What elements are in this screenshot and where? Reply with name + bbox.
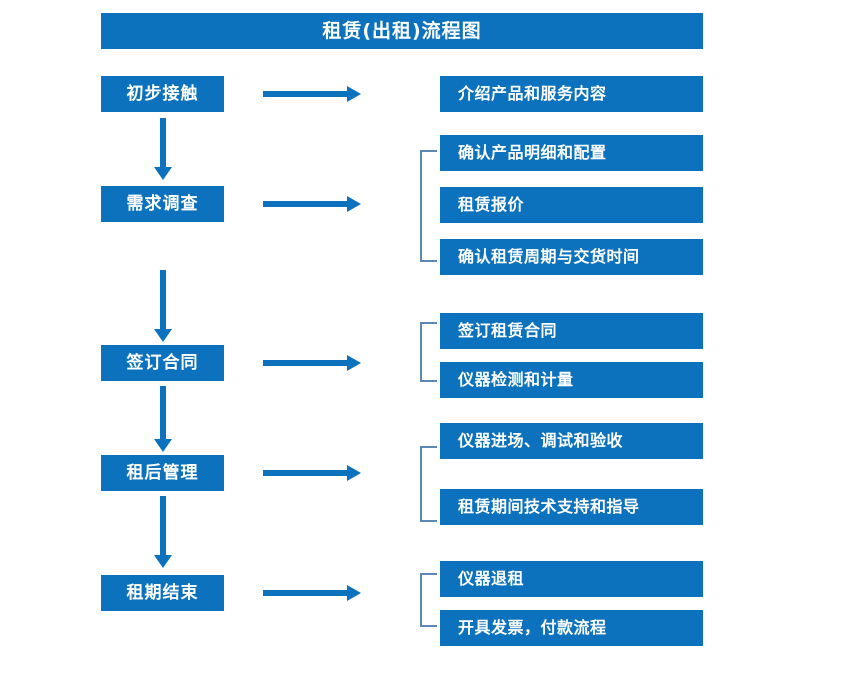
arrow-head bbox=[347, 585, 361, 601]
stage-box-1[interactable]: 初步接触 bbox=[101, 76, 224, 112]
stage-label-3: 签订合同 bbox=[126, 352, 199, 373]
detail-box-1[interactable]: 介绍产品和服务内容 bbox=[440, 76, 703, 112]
detail-box-2[interactable]: 确认产品明细和配置 bbox=[440, 135, 703, 171]
flow-arrow-right-5 bbox=[263, 585, 361, 601]
arrow-shaft bbox=[263, 470, 349, 476]
arrow-head bbox=[154, 555, 172, 568]
arrow-head bbox=[347, 196, 361, 212]
arrow-shaft bbox=[160, 496, 166, 555]
arrow-shaft bbox=[160, 118, 166, 167]
group-bracket-4 bbox=[420, 446, 437, 522]
arrow-head bbox=[347, 465, 361, 481]
flow-arrow-right-2 bbox=[263, 196, 361, 212]
detail-label-7: 仪器进场、调试和验收 bbox=[458, 431, 624, 450]
arrow-head bbox=[154, 329, 172, 342]
stage-box-3[interactable]: 签订合同 bbox=[101, 345, 224, 381]
detail-label-4: 确认租赁周期与交货时间 bbox=[458, 247, 640, 266]
flow-arrow-down-1 bbox=[154, 118, 172, 180]
detail-box-7[interactable]: 仪器进场、调试和验收 bbox=[440, 423, 703, 459]
detail-label-8: 租赁期间技术支持和指导 bbox=[458, 497, 640, 516]
detail-box-6[interactable]: 仪器检测和计量 bbox=[440, 362, 703, 398]
detail-box-9[interactable]: 仪器退租 bbox=[440, 561, 703, 597]
arrow-shaft bbox=[263, 91, 349, 97]
flow-arrow-right-1 bbox=[263, 86, 361, 102]
diagram-title-bar: 租赁(出租)流程图 bbox=[101, 13, 703, 49]
group-bracket-3 bbox=[420, 322, 437, 382]
detail-box-5[interactable]: 签订租赁合同 bbox=[440, 313, 703, 349]
detail-box-8[interactable]: 租赁期间技术支持和指导 bbox=[440, 489, 703, 525]
arrow-head bbox=[347, 86, 361, 102]
arrow-shaft bbox=[263, 201, 349, 207]
arrow-shaft bbox=[160, 270, 166, 329]
diagram-title: 租赁(出租)流程图 bbox=[322, 19, 482, 42]
detail-box-3[interactable]: 租赁报价 bbox=[440, 187, 703, 223]
arrow-head bbox=[347, 355, 361, 371]
detail-label-2: 确认产品明细和配置 bbox=[458, 143, 607, 162]
group-bracket-2 bbox=[420, 150, 437, 262]
stage-label-4: 租后管理 bbox=[126, 462, 199, 483]
flow-arrow-right-4 bbox=[263, 465, 361, 481]
arrow-shaft bbox=[263, 590, 349, 596]
stage-label-1: 初步接触 bbox=[126, 83, 199, 104]
stage-box-2[interactable]: 需求调查 bbox=[101, 186, 224, 222]
flow-arrow-down-3 bbox=[154, 386, 172, 452]
detail-label-10: 开具发票，付款流程 bbox=[458, 618, 607, 637]
arrow-shaft bbox=[263, 360, 349, 366]
detail-label-5: 签订租赁合同 bbox=[458, 321, 558, 340]
stage-label-5: 租期结束 bbox=[126, 582, 199, 603]
stage-label-2: 需求调查 bbox=[126, 193, 199, 214]
arrow-head bbox=[154, 167, 172, 180]
detail-box-10[interactable]: 开具发票，付款流程 bbox=[440, 610, 703, 646]
flow-arrow-down-4 bbox=[154, 496, 172, 568]
detail-label-9: 仪器退租 bbox=[458, 569, 525, 588]
stage-box-5[interactable]: 租期结束 bbox=[101, 575, 224, 611]
group-bracket-5 bbox=[420, 573, 437, 627]
arrow-head bbox=[154, 439, 172, 452]
detail-label-6: 仪器检测和计量 bbox=[458, 370, 574, 389]
stage-box-4[interactable]: 租后管理 bbox=[101, 455, 224, 491]
flow-arrow-down-2 bbox=[154, 270, 172, 342]
detail-label-1: 介绍产品和服务内容 bbox=[458, 84, 607, 103]
flow-arrow-right-3 bbox=[263, 355, 361, 371]
detail-label-3: 租赁报价 bbox=[458, 195, 525, 214]
detail-box-4[interactable]: 确认租赁周期与交货时间 bbox=[440, 239, 703, 275]
arrow-shaft bbox=[160, 386, 166, 439]
